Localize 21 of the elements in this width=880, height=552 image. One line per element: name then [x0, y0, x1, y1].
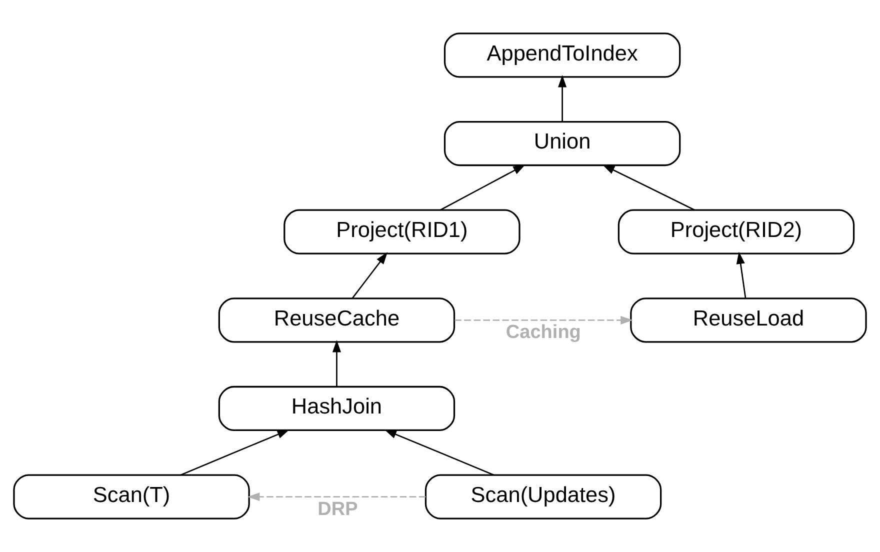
node-box: Project(RID2) — [618, 209, 855, 254]
arrow — [352, 252, 388, 298]
arrow — [384, 430, 494, 476]
node-box: Project(RID1) — [284, 209, 520, 254]
arrow — [440, 164, 526, 211]
node-box: ReuseLoad — [630, 298, 867, 343]
edge-label: DRP — [318, 498, 358, 520]
node-box: Union — [444, 120, 681, 166]
node-box: HashJoin — [218, 386, 456, 432]
arrow — [736, 252, 746, 298]
node-box: Scan(Updates) — [424, 474, 662, 520]
arrow — [332, 340, 342, 386]
node-box: AppendToIndex — [444, 32, 681, 78]
arrow — [454, 316, 633, 324]
arrow — [247, 492, 426, 502]
arrow — [180, 430, 290, 476]
edge-label: Caching — [506, 322, 581, 344]
node-box: ReuseCache — [218, 298, 456, 343]
node-box: Scan(T) — [13, 474, 250, 520]
arrow — [558, 75, 567, 122]
arrow — [602, 164, 695, 211]
